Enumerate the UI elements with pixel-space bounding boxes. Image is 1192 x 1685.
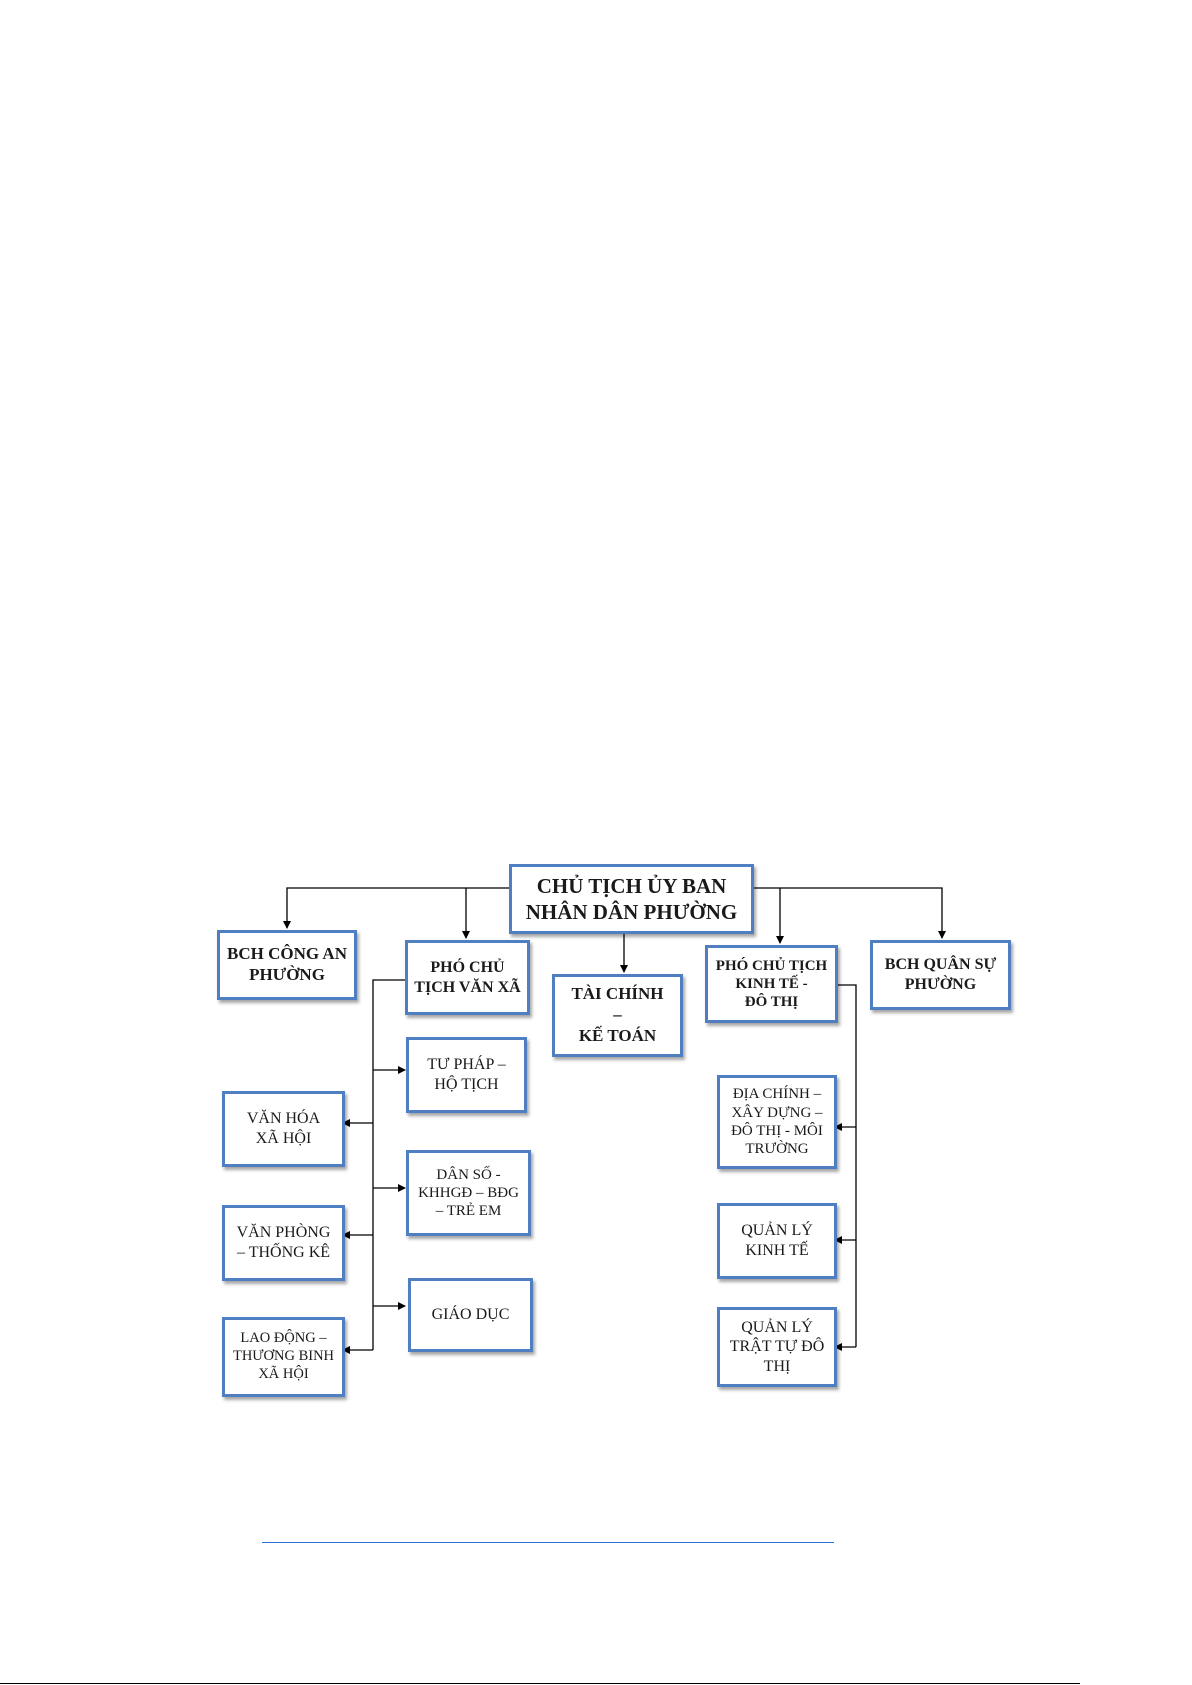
connector-root-left — [283, 887, 510, 929]
node-bch-quan-su: BCH QUÂN SỰ PHƯỜNG — [870, 940, 1011, 1010]
node-chu-tich-label: CHỦ TỊCH ỦY BAN NHÂN DÂN PHƯỜNG — [525, 873, 738, 924]
node-van-phong-thong-ke-label: VĂN PHÒNG – THỐNG KÊ — [236, 1224, 331, 1261]
node-tai-chinh-ke-toan: TÀI CHÍNH – KẾ TOÁN — [552, 974, 683, 1057]
node-quan-ly-trat-tu: QUẢN LÝ TRẬT TỰ ĐÔ THỊ — [717, 1307, 837, 1387]
node-pho-chu-tich-kinh-te: PHÓ CHỦ TỊCH KINH TẾ - ĐÔ THỊ — [705, 945, 838, 1023]
node-pho-chu-tich-van-xa-label: PHÓ CHỦ TỊCH VĂN XÃ — [414, 958, 521, 996]
node-chu-tich: CHỦ TỊCH ỦY BAN NHÂN DÂN PHƯỜNG — [509, 864, 754, 934]
node-dia-chinh: ĐỊA CHÍNH – XÂY DỰNG – ĐÔ THỊ - MÔI TRƯỜ… — [717, 1075, 837, 1169]
node-van-hoa-xa-hoi: VĂN HÓA XÃ HỘI — [222, 1091, 345, 1167]
connector-root-right — [754, 887, 946, 939]
node-lao-dong: LAO ĐỘNG – THƯƠNG BINH XÃ HỘI — [222, 1317, 345, 1397]
node-tu-phap-ho-tich-label: TƯ PHÁP – HỘ TỊCH — [427, 1056, 506, 1093]
node-van-phong-thong-ke: VĂN PHÒNG – THỐNG KÊ — [222, 1205, 345, 1281]
node-giao-duc-label: GIÁO DỤC — [431, 1306, 510, 1324]
node-pho-chu-tich-kinh-te-label: PHÓ CHỦ TỊCH KINH TẾ - ĐÔ THỊ — [715, 957, 828, 1011]
node-quan-ly-kinh-te: QUẢN LÝ KINH TẾ — [717, 1203, 837, 1279]
node-lao-dong-label: LAO ĐỘNG – THƯƠNG BINH XÃ HỘI — [232, 1330, 335, 1382]
node-bch-quan-su-label: BCH QUÂN SỰ PHƯỜNG — [884, 956, 997, 993]
node-dia-chinh-label: ĐỊA CHÍNH – XÂY DỰNG – ĐÔ THỊ - MÔI TRƯỜ… — [731, 1086, 823, 1158]
node-van-hoa-xa-hoi-label: VĂN HÓA XÃ HỘI — [246, 1110, 321, 1147]
node-tu-phap-ho-tich: TƯ PHÁP – HỘ TỊCH — [406, 1037, 527, 1113]
node-bch-cong-an: BCH CÔNG AN PHƯỜNG — [217, 930, 357, 1000]
node-tai-chinh-ke-toan-label: TÀI CHÍNH – KẾ TOÁN — [571, 984, 664, 1045]
node-bch-cong-an-label: BCH CÔNG AN PHƯỜNG — [227, 944, 347, 984]
node-quan-ly-trat-tu-label: QUẢN LÝ TRẬT TỰ ĐÔ THỊ — [729, 1318, 825, 1375]
node-giao-duc: GIÁO DỤC — [408, 1278, 533, 1352]
page-bottom-rule — [0, 1683, 1080, 1684]
connector-vanxa-trunk — [372, 979, 406, 1350]
node-dan-so: DÂN SỐ - KHHGĐ – BĐG – TRẺ EM — [406, 1150, 531, 1236]
connector-kinhte-trunk — [836, 984, 857, 1347]
node-quan-ly-kinh-te-label: QUẢN LÝ KINH TẾ — [741, 1222, 813, 1259]
node-dan-so-label: DÂN SỐ - KHHGĐ – BĐG – TRẺ EM — [418, 1166, 519, 1220]
node-pho-chu-tich-van-xa: PHÓ CHỦ TỊCH VĂN XÃ — [405, 940, 530, 1015]
link-underline — [262, 1542, 834, 1543]
